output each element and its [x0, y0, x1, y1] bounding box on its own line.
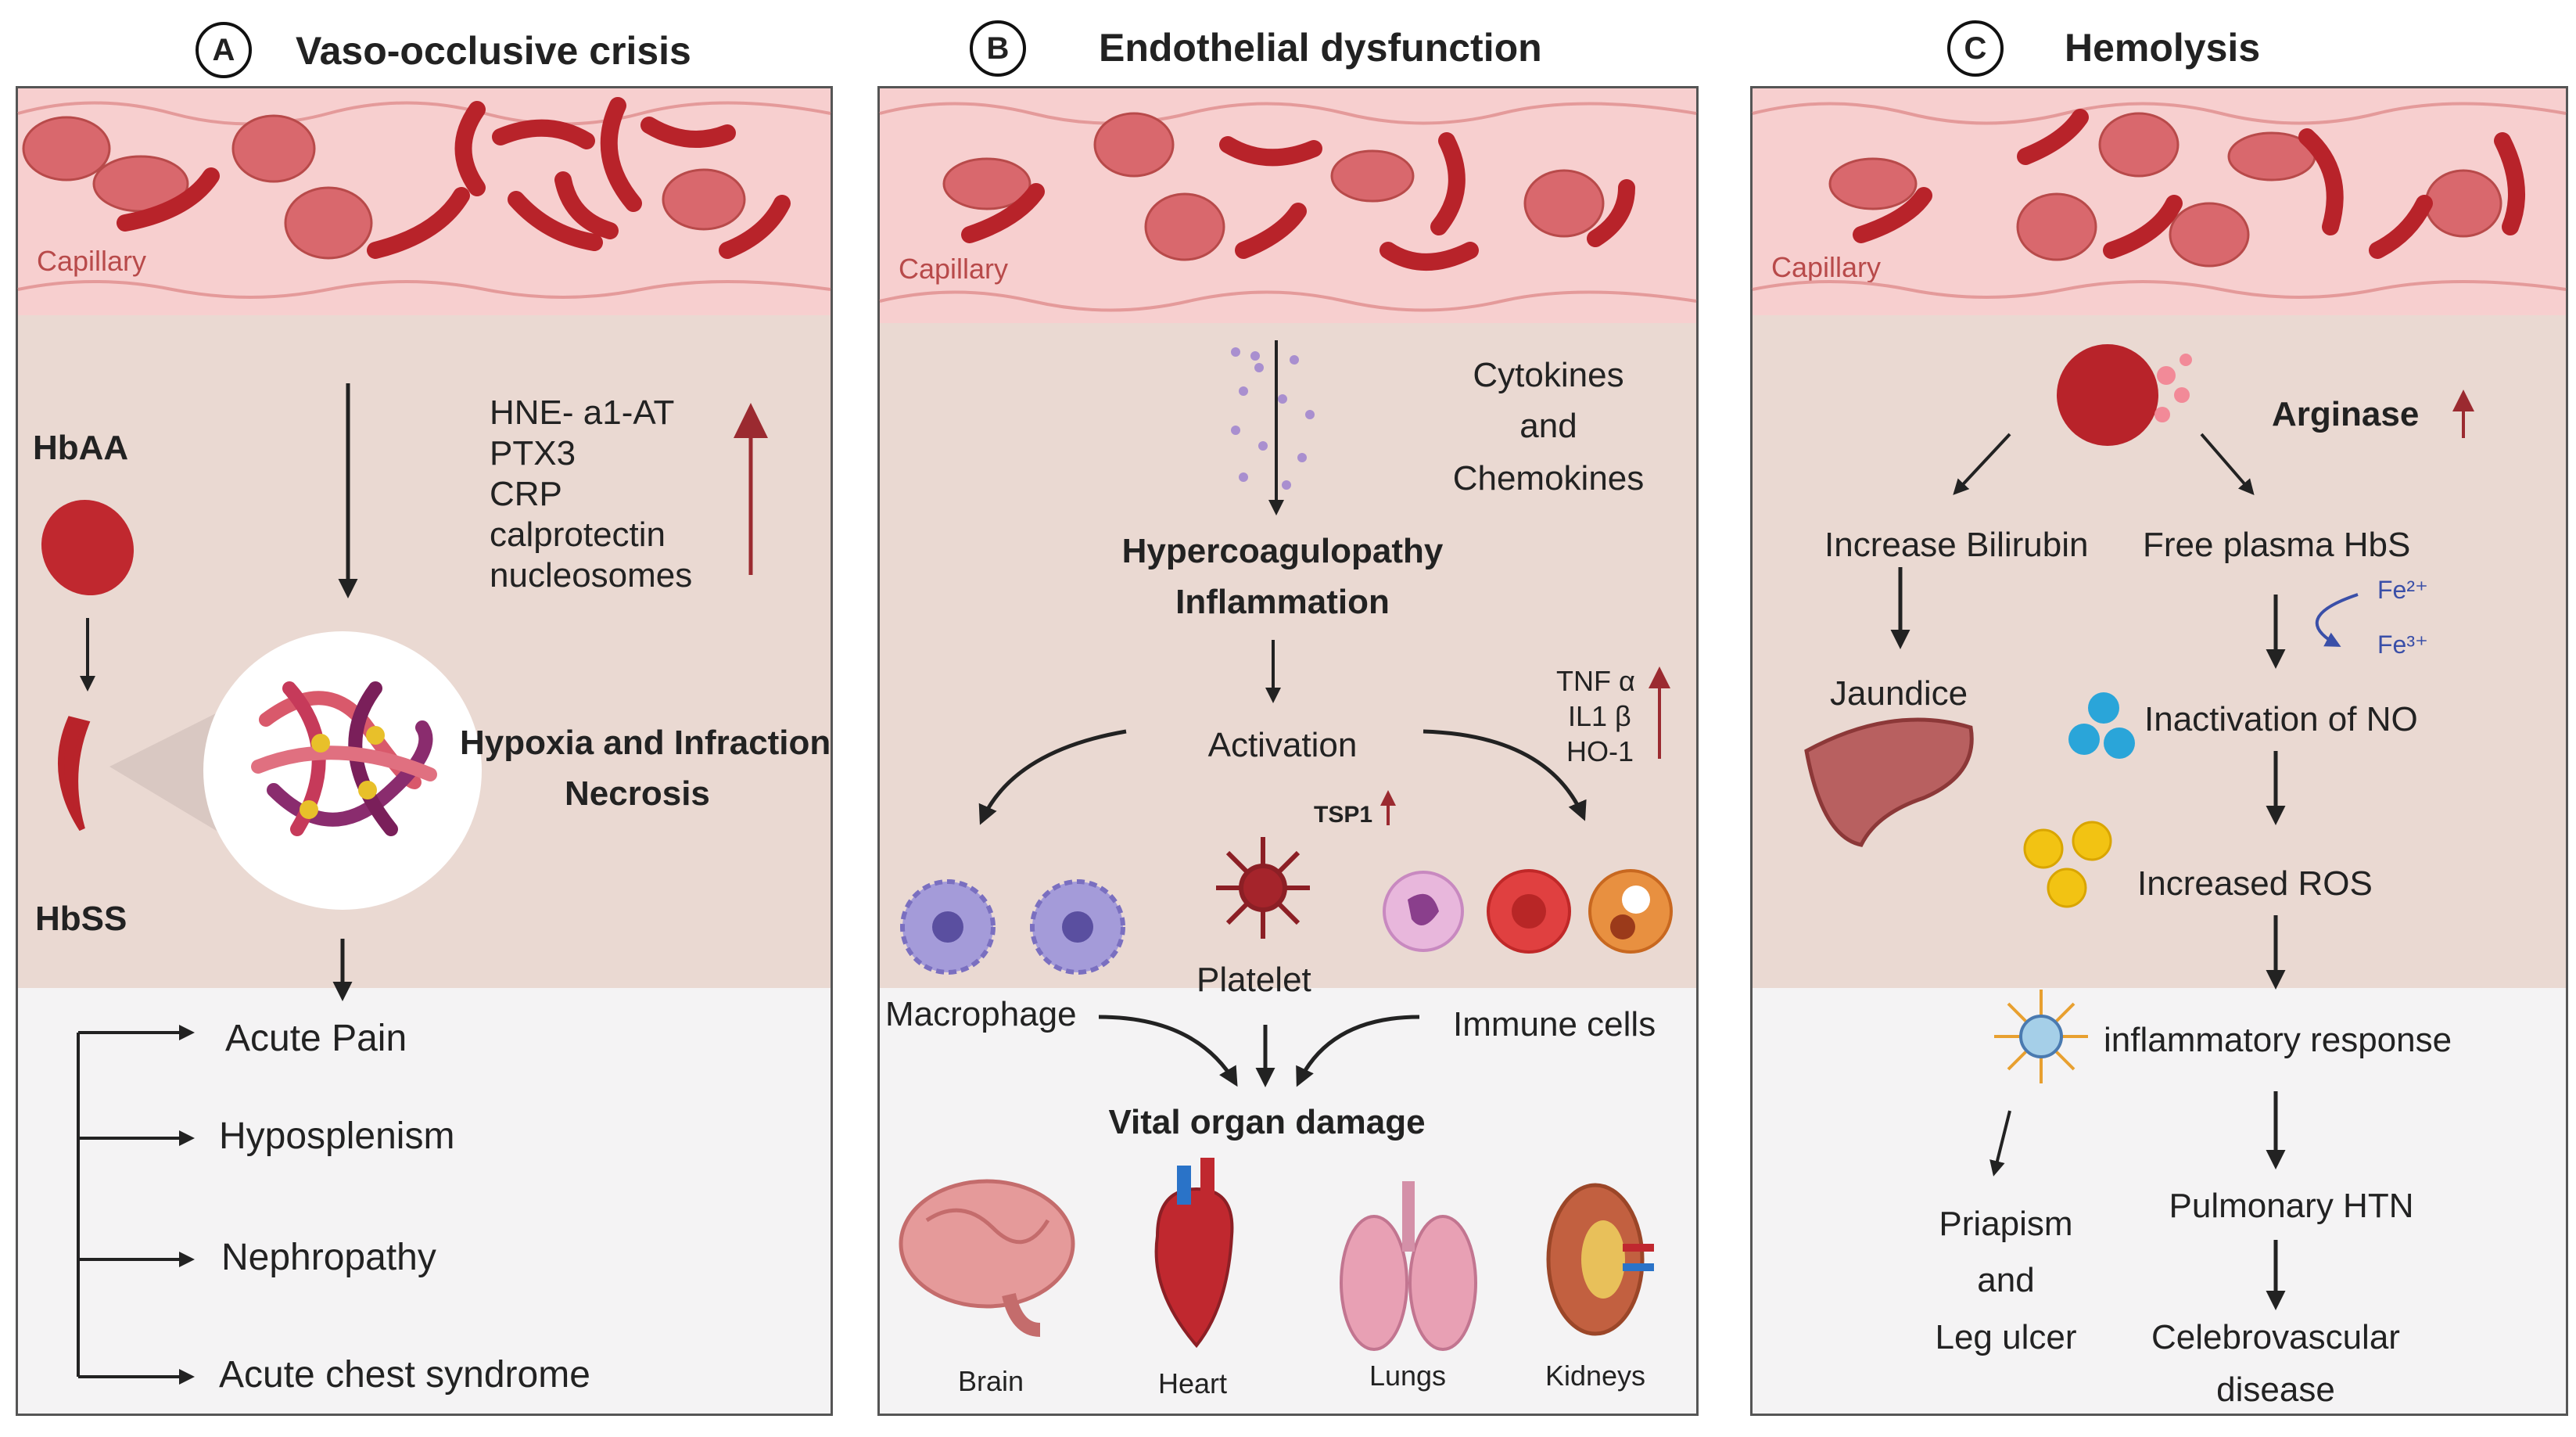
platelet-icon [1216, 837, 1310, 939]
cytokines-line-3: Chemokines [1452, 459, 1645, 498]
lungs-icon [1340, 1181, 1477, 1351]
organ-heart: Heart [1157, 1367, 1228, 1399]
outcome-acute-chest: Acute chest syndrome [219, 1354, 590, 1396]
lysing-rbc-icon [2057, 344, 2158, 446]
inflammation-label: Inflammation [1175, 583, 1390, 621]
vital-organ-damage-label: Vital organ damage [1108, 1103, 1426, 1141]
cytokines-line-2: and [1519, 407, 1577, 445]
organ-lungs: Lungs [1369, 1360, 1447, 1392]
rbc-normal-icon [22, 114, 746, 260]
outcome-acute-pain: Acute Pain [225, 1018, 407, 1059]
activation-label: Activation [1207, 726, 1358, 764]
marker-3: CRP [490, 475, 562, 513]
mediator-ho1: HO-1 [1566, 735, 1634, 767]
tsp1-label: TSP1 [1314, 802, 1373, 828]
outcome-hyposplenism: Hyposplenism [219, 1115, 455, 1157]
panel-hemolysis: Capillary [1750, 86, 2568, 1416]
cytokines-line-1: Cytokines [1473, 356, 1624, 394]
pulmonary-htn-label: Pulmonary HTN [2169, 1187, 2414, 1225]
panel-c-title: Hemolysis [2065, 26, 2261, 70]
hbaa-label: HbAA [33, 429, 129, 467]
no-molecule-icon [2068, 692, 2135, 759]
cytokine-dots-icon [1231, 347, 1315, 490]
capillary-label: Capillary [37, 245, 147, 277]
brain-icon [899, 1179, 1075, 1337]
priapism-line-3: Leg ulcer [1935, 1318, 2077, 1356]
macrophage-icon [900, 879, 1125, 975]
organ-brain: Brain [957, 1365, 1024, 1397]
outcome-nephropathy: Nephropathy [221, 1237, 436, 1278]
fe2-label: Fe²⁺ [2377, 576, 2428, 604]
mediator-il1: IL1 β [1568, 700, 1631, 732]
rbc-sickle-icon [117, 97, 791, 259]
platelet-label: Platelet [1197, 961, 1311, 999]
mediator-tnf: TNF α [1556, 665, 1635, 697]
marker-2: PTX3 [490, 434, 576, 472]
tissue-band [1753, 315, 2566, 988]
hypoxia-label: Hypoxia and Infraction [460, 724, 831, 762]
increased-ros-label: Increased ROS [2137, 864, 2373, 903]
organ-kidneys: Kidneys [1545, 1360, 1646, 1392]
marker-4: calprotectin [490, 516, 666, 554]
inflammatory-response-label: inflammatory response [2104, 1021, 2452, 1059]
necrosis-label: Necrosis [565, 774, 710, 813]
marker-5: nucleosomes [490, 556, 693, 595]
immune-cells-icon [1383, 869, 1673, 954]
tissue-band [880, 323, 1696, 988]
arginase-label: Arginase [2272, 395, 2420, 433]
panel-b-letter: B [970, 20, 1026, 77]
heart-icon [1154, 1158, 1234, 1349]
liver-icon [1804, 717, 1974, 847]
immune-cells-label: Immune cells [1453, 1005, 1656, 1044]
capillary-label: Capillary [1771, 251, 1882, 283]
hbss-label: HbSS [35, 900, 127, 938]
panel-a-title: Vaso-occlusive crisis [296, 29, 691, 73]
panel-c-letter: C [1947, 20, 2004, 77]
increase-arrow-icon [734, 403, 768, 438]
hbss-cell-icon [58, 716, 91, 832]
hypercoagulopathy-label: Hypercoagulopathy [1121, 532, 1444, 570]
priapism-line-2: and [1977, 1261, 2035, 1299]
inactivation-no-label: Inactivation of NO [2144, 700, 2418, 738]
kidneys-icon [1546, 1183, 1654, 1336]
fe3-label: Fe³⁺ [2377, 630, 2428, 659]
ros-molecule-icon [2023, 821, 2112, 908]
panel-a-letter: A [196, 22, 252, 78]
priapism-line-1: Priapism [1939, 1205, 2073, 1243]
cerebrovascular-line-1: Celebrovascular [2151, 1318, 2400, 1356]
panel-b-title: Endothelial dysfunction [1099, 26, 1542, 70]
hemoglobin-zoom-icon [203, 631, 482, 910]
free-plasma-hbs-label: Free plasma HbS [2143, 526, 2411, 564]
increase-bilirubin-label: Increase Bilirubin [1824, 526, 2089, 564]
marker-1: HNE- a1-AT [490, 393, 675, 432]
cerebrovascular-line-2: disease [2216, 1371, 2335, 1409]
macrophage-label: Macrophage [885, 995, 1077, 1033]
hbaa-cell-icon [41, 499, 135, 596]
jaundice-label: Jaundice [1830, 674, 1968, 713]
inflammatory-cell-icon [1994, 990, 2088, 1083]
capillary-label: Capillary [899, 253, 1009, 285]
